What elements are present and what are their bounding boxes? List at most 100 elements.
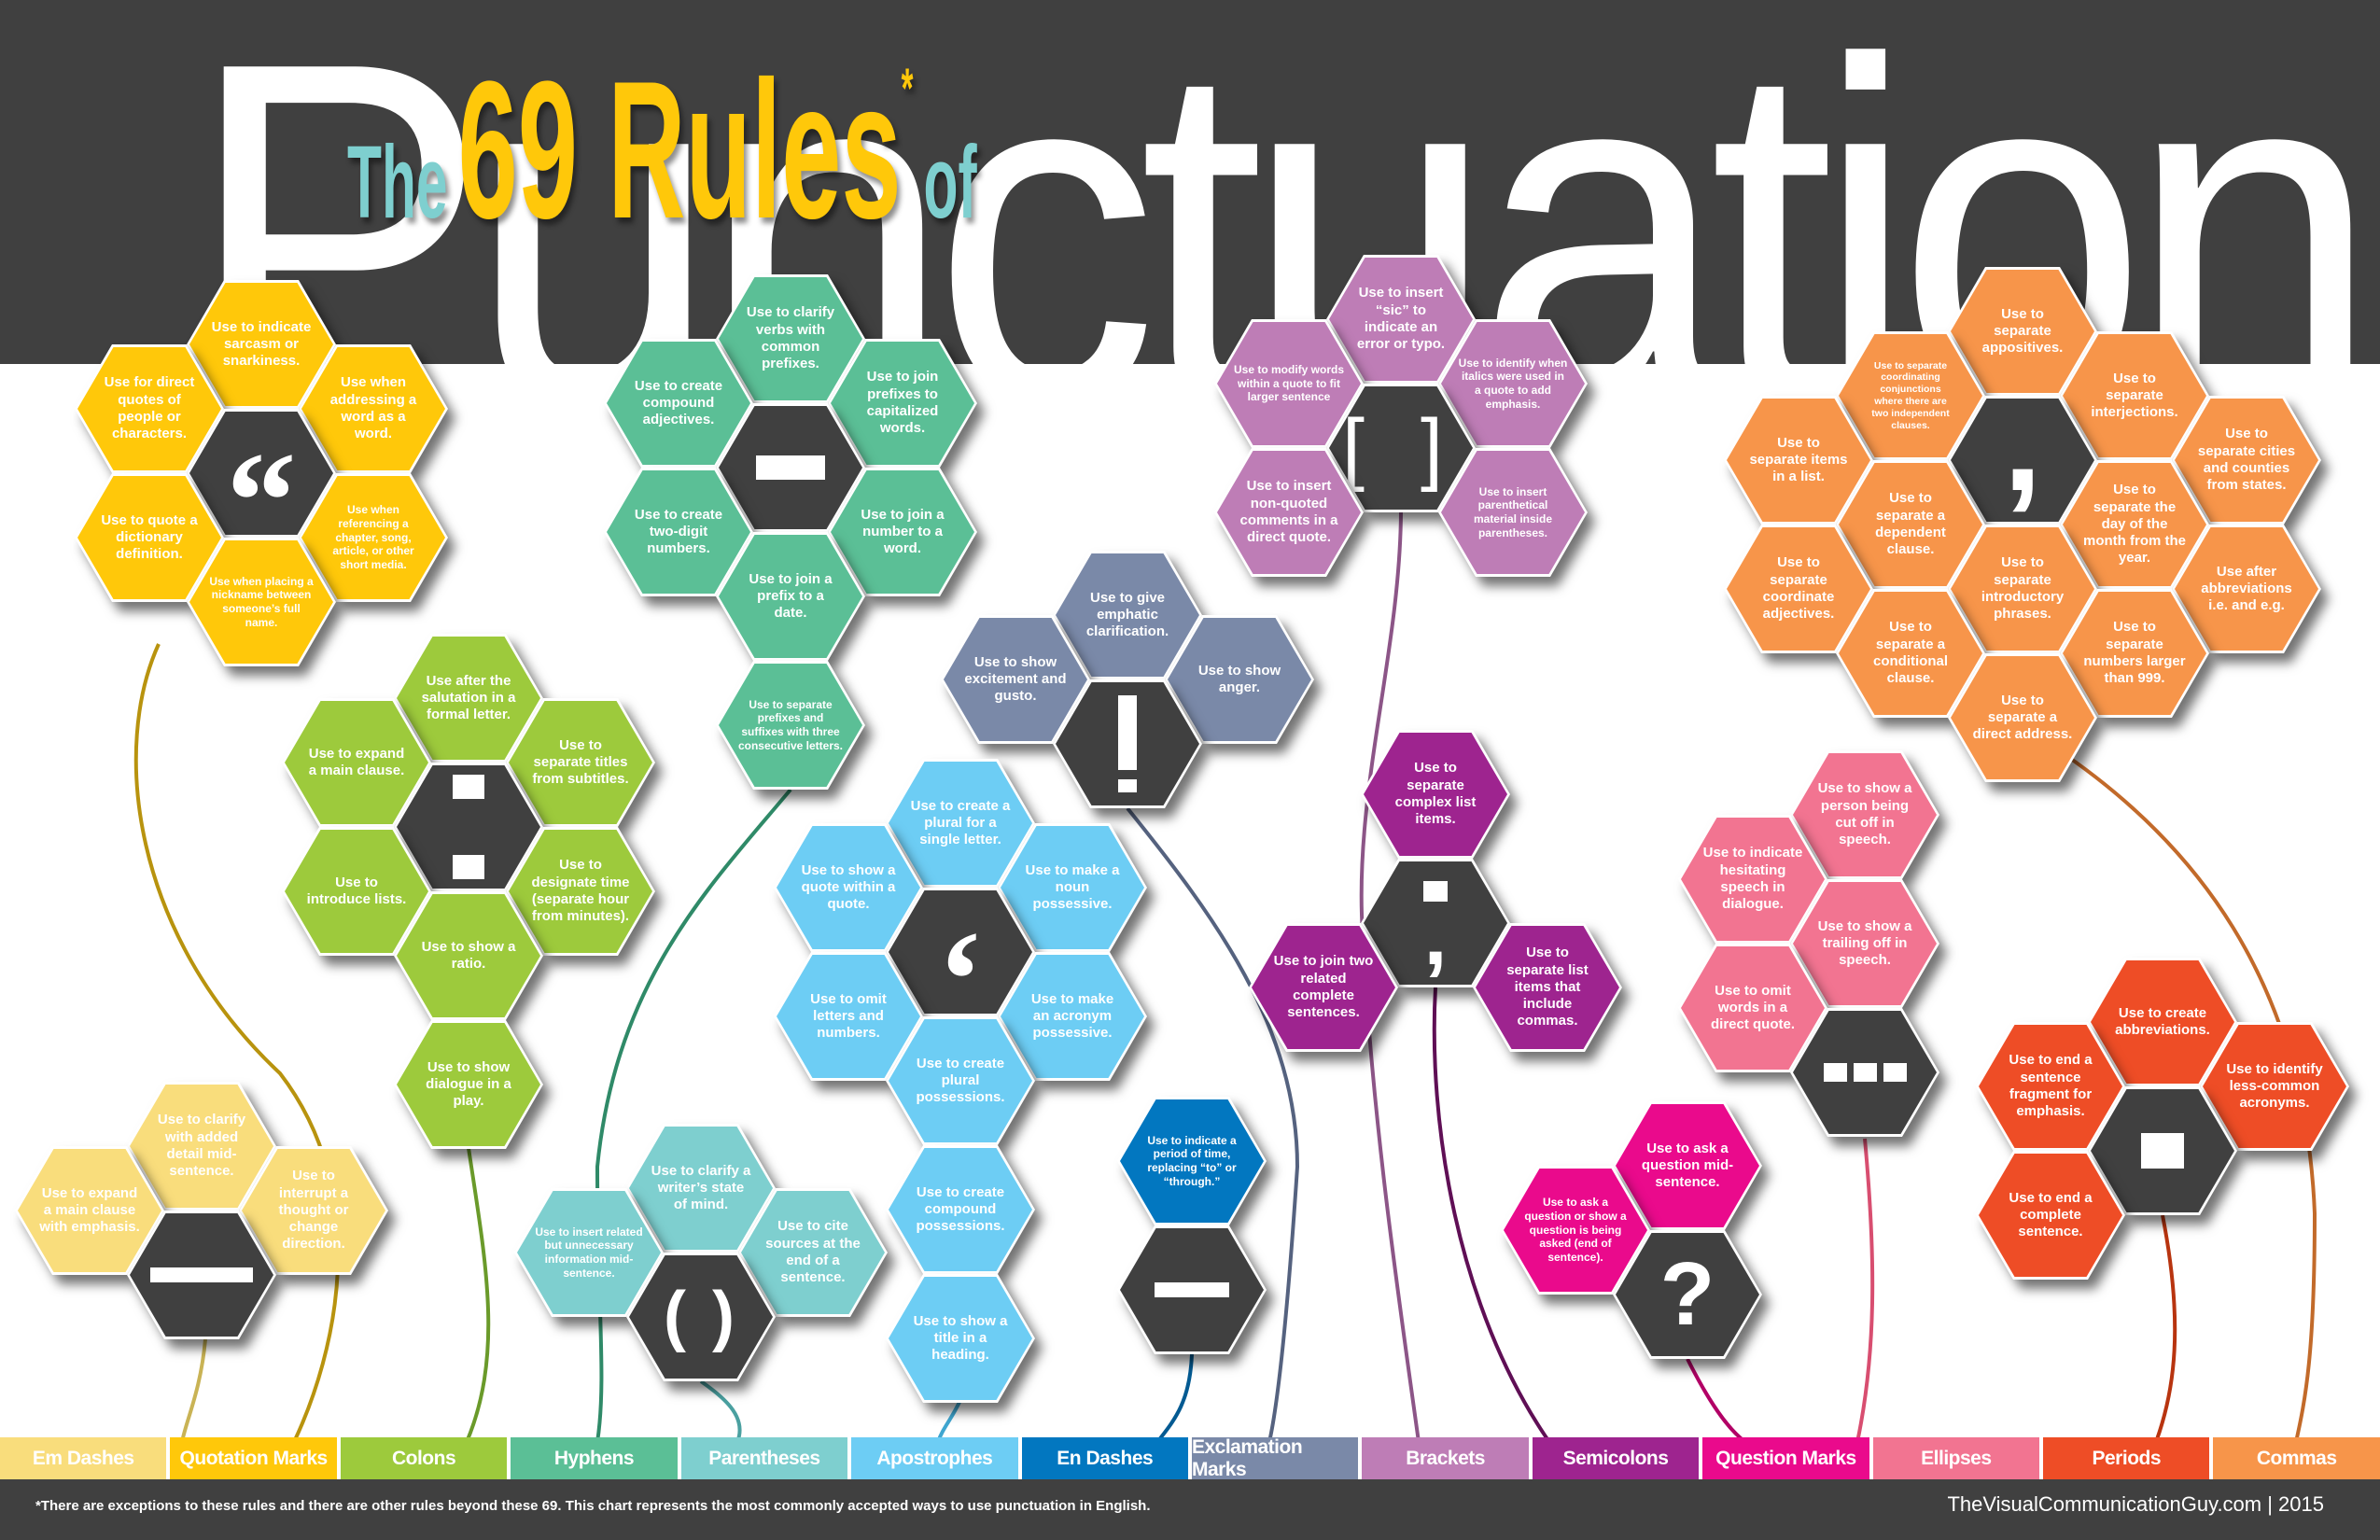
rule-hex: Use to interrupt a thought or change dir… — [239, 1146, 388, 1275]
footer: *There are exceptions to these rules and… — [0, 1479, 2380, 1540]
rule-text: Use to create plural possessions. — [916, 1055, 1005, 1106]
ellipsis-dot-icon — [1883, 1063, 1907, 1082]
legend-apostrophes: Apostrophes — [851, 1437, 1018, 1479]
rule-hex: Use to create plural possessions. — [886, 1016, 1035, 1145]
rule-text: Use to omit words in a direct quote. — [1710, 982, 1795, 1033]
rule-text: Use to show a title in a heading. — [913, 1312, 1008, 1364]
credit-link[interactable]: TheVisualCommunicationGuy.com | 2015 — [1947, 1492, 2324, 1516]
quotation-mark-icon: “ — [226, 424, 297, 579]
legend-ellipses: Ellipses — [1872, 1437, 2040, 1479]
rule-hex: Use to insert related but unnecessary in… — [514, 1188, 664, 1317]
rule-hex: Use to create compound possessions. — [886, 1145, 1035, 1274]
rule-text: Use to separate a dependent clause. — [1875, 490, 1946, 558]
rule-hex: Use to separate introductory phrases. — [1948, 525, 2097, 653]
exclamation-icon-dot — [1118, 779, 1137, 792]
center-hex-em-dashes — [127, 1211, 276, 1339]
rule-hex: Use to give emphatic clarification. — [1053, 551, 1202, 679]
rule-text: Use when referencing a chapter, song, ar… — [332, 503, 414, 571]
rule-hex: Use to ask a question mid-sentence. — [1613, 1101, 1762, 1230]
hyphen-icon — [756, 455, 825, 480]
rule-text: Use to separate coordinate adjectives. — [1762, 554, 1835, 623]
rule-text: Use to end a complete sentence. — [2009, 1189, 2093, 1240]
semicolon-icon-dot — [1423, 880, 1448, 902]
rule-text: Use to interrupt a thought or change dir… — [278, 1168, 349, 1253]
rule-text: Use to create abbreviations. — [2115, 1004, 2210, 1038]
rule-text: Use to separate titles from subtitles. — [532, 736, 629, 788]
rule-hex: Use to separate cities and counties from… — [2172, 396, 2321, 525]
rule-text: Use to separate items in a list. — [1749, 434, 1848, 485]
rule-hex: Use to show a quote within a quote. — [774, 823, 923, 952]
rule-hex: Use when addressing a word as a word. — [299, 344, 448, 473]
rule-hex: Use to separate interjections. — [2060, 331, 2209, 460]
rule-text: Use to insert related but unnecessary in… — [535, 1225, 643, 1280]
center-hex-semicolons: , — [1361, 859, 1510, 987]
rule-text: Use to clarify with added detail mid-sen… — [157, 1112, 246, 1180]
rule-text: Use to insert “sic” to indicate an error… — [1356, 285, 1446, 353]
rule-text: Use to separate numbers larger than 999. — [2083, 619, 2186, 687]
center-hex-periods — [2088, 1086, 2237, 1215]
rule-text: Use to separate interjections. — [2091, 370, 2178, 421]
rule-text: Use to join a prefix to a date. — [749, 570, 833, 622]
rule-hex: Use to separate numbers larger than 999. — [2060, 589, 2209, 718]
colon-icon — [453, 775, 484, 799]
rule-hex: Use to end a sentence fragment for empha… — [1976, 1022, 2125, 1151]
rule-text: Use to cite sources at the end of a sent… — [765, 1218, 861, 1286]
rule-text: Use to end a sentence fragment for empha… — [2009, 1052, 2093, 1120]
rule-text: Use to separate the day of the month fro… — [2083, 482, 2186, 567]
rule-text: Use to show a person being cut off in sp… — [1817, 780, 1912, 848]
rule-text: Use to separate complex list items. — [1394, 760, 1477, 828]
rule-hex: Use to separate a conditional clause. — [1836, 589, 1985, 718]
rule-hex: Use to join prefixes to capitalized word… — [828, 339, 977, 468]
rule-text: Use to indicate hesitating speech in dia… — [1702, 845, 1803, 913]
rule-text: Use to make a noun possessive. — [1025, 861, 1120, 913]
center-hex-commas: , — [1948, 396, 2097, 525]
rule-text: Use to designate time (separate hour fro… — [531, 857, 630, 925]
rule-hex: Use to show a title in a heading. — [886, 1274, 1035, 1403]
rule-hex: Use to join a number to a word. — [828, 468, 977, 596]
rule-hex: Use to separate appositives. — [1948, 267, 2097, 396]
rule-text: Use to indicate sarcasm or snarkiness. — [211, 318, 312, 370]
legend-quotation-marks: Quotation Marks — [170, 1437, 337, 1479]
rule-text: Use to expand a main clause. — [308, 745, 405, 778]
rule-text: Use to quote a dictionary definition. — [101, 511, 198, 563]
rule-hex: Use to identify less-common acronyms. — [2200, 1022, 2349, 1151]
rule-text: Use to identify less-common acronyms. — [2226, 1060, 2323, 1112]
rule-hex: Use to insert non-quoted comments in a d… — [1214, 448, 1364, 577]
rule-text: Use to indicate a period of time, replac… — [1147, 1133, 1237, 1188]
rule-hex: Use to separate prefixes and suffixes wi… — [716, 661, 865, 790]
rule-hex: Use to cite sources at the end of a sent… — [738, 1188, 888, 1317]
semicolon-icon: , — [1423, 889, 1448, 983]
legend-colons: Colons — [340, 1437, 508, 1479]
colon-icon-dot — [453, 855, 484, 879]
rule-hex: Use to quote a dictionary definition. — [75, 473, 224, 602]
period-icon — [2141, 1133, 2184, 1169]
rule-hex: Use to ask a question or show a question… — [1501, 1166, 1650, 1295]
rule-text: Use to give emphatic clarification. — [1085, 589, 1169, 640]
rule-text: Use when addressing a word as a word. — [329, 374, 417, 442]
rule-text: Use to create two-digit numbers. — [634, 506, 723, 557]
rule-hex: Use to end a complete sentence. — [1976, 1151, 2125, 1280]
rule-hex: Use when referencing a chapter, song, ar… — [299, 473, 448, 602]
rule-hex: Use to make an acronym possessive. — [998, 952, 1147, 1081]
rule-hex: Use to separate titles from subtitles. — [506, 698, 655, 827]
title-of: of — [923, 125, 977, 240]
exclamation-icon — [1118, 695, 1137, 770]
center-hex-ellipses — [1790, 1008, 1939, 1137]
rule-hex: Use to join two related complete sentenc… — [1249, 923, 1398, 1052]
comma-icon: , — [2003, 363, 2042, 520]
rule-hex: Use to expand a main clause with emphasi… — [15, 1146, 164, 1275]
center-hex-colons — [394, 763, 543, 891]
question-mark-icon: ? — [1659, 1244, 1715, 1344]
legend-brackets: Brackets — [1362, 1437, 1529, 1479]
rule-hex: Use to create compound adjectives. — [604, 339, 753, 468]
rule-hex: Use after abbreviations i.e. and e.g. — [2172, 525, 2321, 653]
em-dash-icon — [150, 1267, 253, 1282]
rule-text: Use after the salutation in a formal let… — [421, 672, 516, 723]
ellipsis-dot-icon — [1823, 1063, 1847, 1082]
rule-text: Use to join two related complete sentenc… — [1273, 953, 1374, 1021]
rule-text: Use to insert parenthetical material ins… — [1473, 484, 1553, 539]
title-69-rules: 69 Rules — [457, 40, 902, 259]
rule-text: Use to expand a main clause with emphasi… — [39, 1184, 140, 1236]
legend-en-dashes: En Dashes — [1021, 1437, 1188, 1479]
title-asterisk: * — [901, 57, 914, 119]
